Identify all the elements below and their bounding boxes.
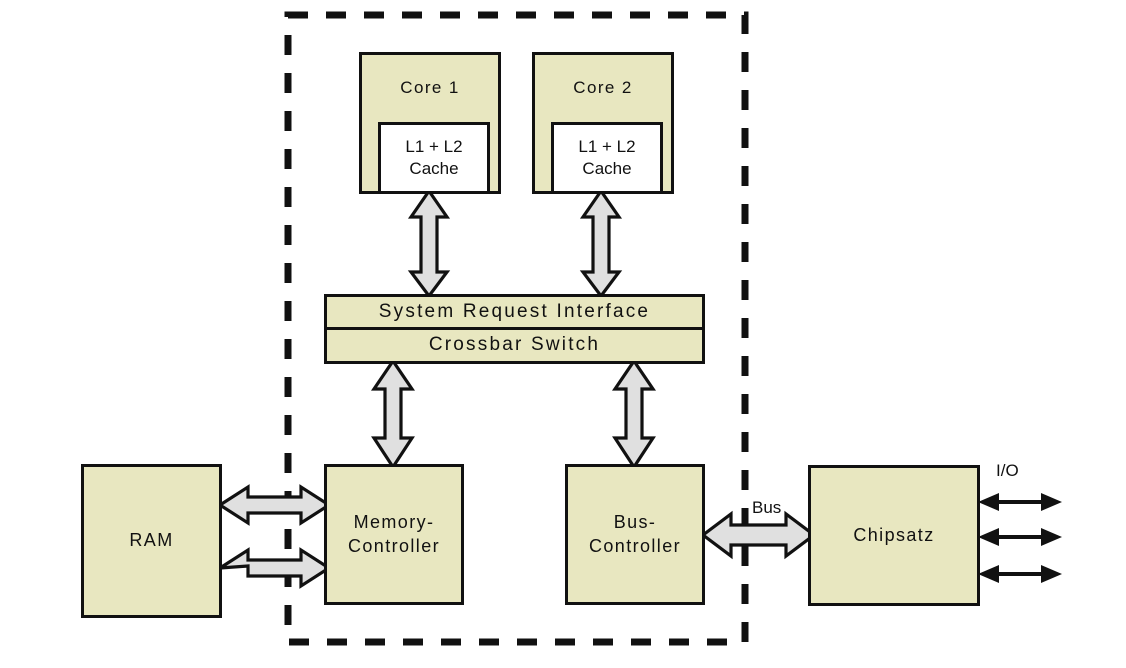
chipsatz-label: Chipsatz [853, 524, 935, 545]
core-1-label: Core 1 [400, 78, 460, 97]
memory-controller-label: Memory- Controller [347, 512, 441, 556]
chipsatz-box[interactable]: Chipsatz [808, 465, 980, 606]
core-2-cache-box[interactable]: L1 + L2 Cache [551, 122, 663, 194]
arrow-ram-to-memory-controller-upper [217, 484, 332, 526]
arrow-bus-controller-to-chipsatz [700, 510, 817, 560]
core-2-label: Core 2 [573, 78, 633, 97]
arrow-ram-to-memory-controller-lower [219, 547, 332, 589]
system-request-interface-label: System Request Interface [378, 300, 651, 322]
io-arrow-1 [978, 493, 1062, 511]
arrow-crossbar-to-memory-controller [370, 358, 416, 470]
crossbar-switch-label: Crossbar Switch [428, 334, 601, 356]
system-request-interface-box[interactable]: System Request Interface [324, 294, 705, 330]
core-1-cache-box[interactable]: L1 + L2 Cache [378, 122, 490, 194]
core-2-cache-label: L1 + L2 Cache [578, 137, 636, 178]
arrow-crossbar-to-bus-controller [611, 358, 657, 470]
io-connection-label: I/O [996, 461, 1019, 480]
bus-controller-box[interactable]: Bus- Controller [565, 464, 705, 605]
io-arrows-group [978, 493, 1062, 583]
io-arrow-2 [978, 528, 1062, 546]
ram-label: RAM [129, 530, 174, 551]
io-arrow-3 [978, 565, 1062, 583]
bus-connection-label: Bus [752, 498, 782, 517]
crossbar-switch-box[interactable]: Crossbar Switch [324, 330, 705, 364]
bus-controller-label: Bus- Controller [588, 512, 682, 556]
ram-box[interactable]: RAM [81, 464, 222, 618]
memory-controller-box[interactable]: Memory- Controller [324, 464, 464, 605]
arrow-core1-to-sri [407, 188, 451, 299]
arrow-core2-to-sri [579, 188, 623, 299]
core-1-cache-label: L1 + L2 Cache [405, 137, 463, 178]
